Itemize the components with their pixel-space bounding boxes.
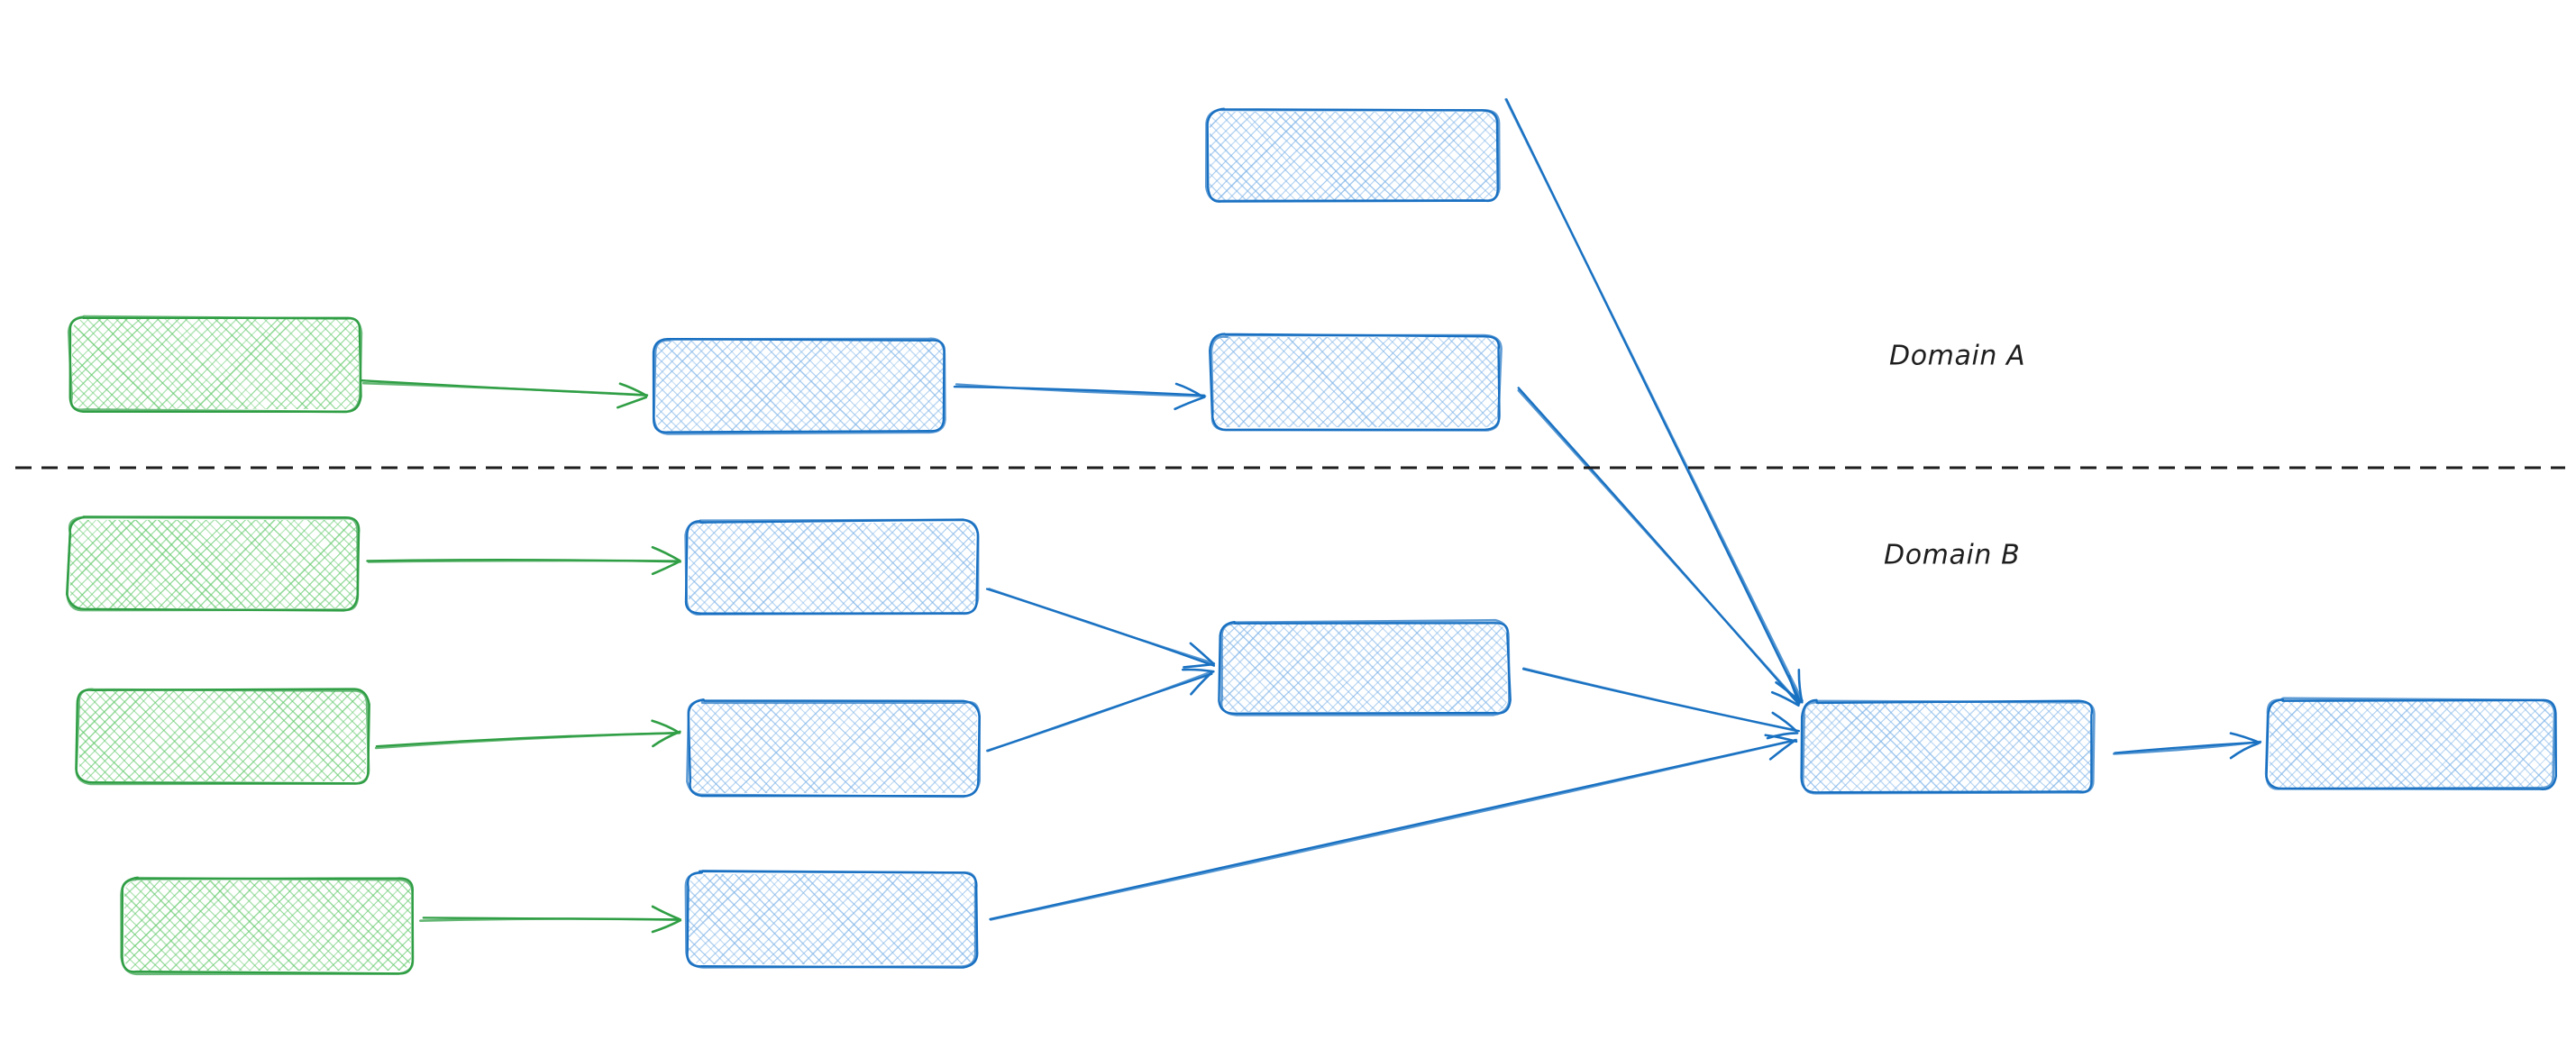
edge-e12 [2112, 732, 2262, 760]
node-b-src-2[interactable] [0, 688, 554, 786]
edge-e11 [989, 734, 1798, 921]
domain-label-domain-b: Domain B [1884, 540, 2020, 571]
node-a-proc-2[interactable] [1117, 333, 1678, 432]
node-layer [0, 107, 2576, 976]
edge-e9 [985, 668, 1215, 753]
edge-e4 [1517, 387, 1801, 707]
node-a-proc-1[interactable] [560, 337, 1130, 435]
edge-e3 [1504, 97, 1804, 704]
edge-e1 [360, 379, 649, 409]
label-layer: Domain A Domain B [1884, 341, 2025, 571]
edge-e10 [1521, 667, 1801, 740]
edge-e5 [366, 545, 681, 576]
node-a-src-1[interactable] [0, 315, 547, 414]
node-b-proc-1[interactable] [593, 518, 1163, 616]
edge-e7 [419, 905, 682, 934]
node-b-src-3[interactable] [28, 876, 598, 976]
node-b-sink[interactable] [1710, 698, 2270, 795]
node-b-out[interactable] [2178, 697, 2576, 791]
node-b-src-1[interactable] [0, 515, 535, 612]
domain-label-domain-a: Domain A [1889, 341, 2025, 372]
edge-e8 [985, 588, 1216, 669]
node-a-top[interactable] [1116, 107, 1674, 204]
edge-e2 [953, 382, 1207, 411]
node-b-proc-3[interactable] [593, 870, 1164, 969]
edge-layer [360, 97, 2262, 934]
edge-e6 [374, 719, 681, 750]
node-b-merge[interactable] [1128, 618, 1687, 716]
node-b-proc-2[interactable] [594, 698, 1165, 798]
